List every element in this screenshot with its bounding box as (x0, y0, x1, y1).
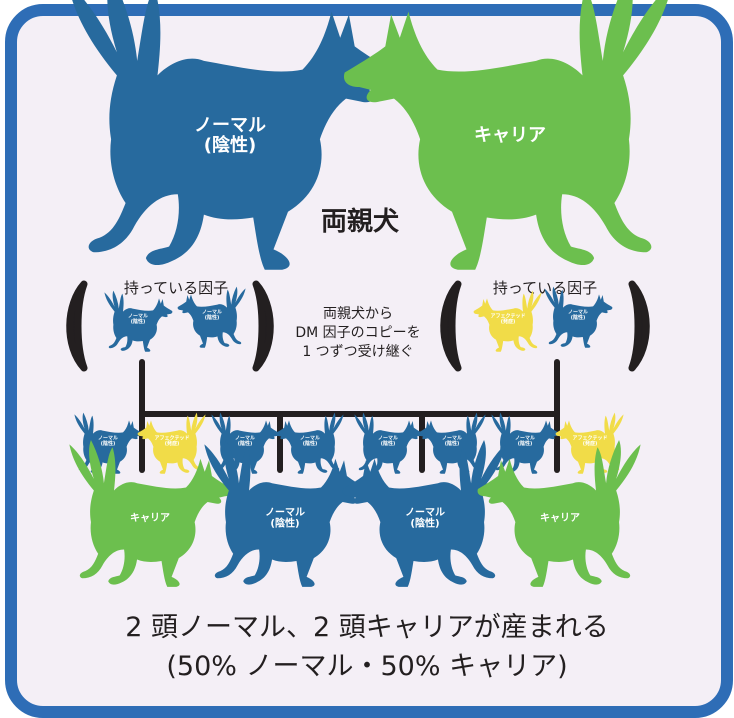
left-factor-dog-1-label-line1: ノーマル (128, 313, 148, 319)
right-factor-dog-1-label-line1: アフェクテッド (490, 312, 525, 319)
pair-factor-dog-6: ノーマル(陰性) (417, 412, 486, 474)
pair-factor-dog-8-label-line1: アフェクテッド (572, 434, 607, 441)
inheritance-note-line3: 1 つずつ受け継ぐ (302, 344, 413, 360)
pair-factor-dog-1: ノーマル(陰性) (74, 412, 143, 474)
result-caption-line2: (50% ノーマル・50% キャリア) (166, 651, 568, 682)
pair-factor-dog-3: ノーマル(陰性) (211, 412, 280, 474)
pair-factor-dog-1-label-line2: (陰性) (101, 440, 116, 447)
pair-factor-dog-5-label-line2: (陰性) (381, 440, 396, 447)
pair-factor-dog-6-label-line1: ノーマル (442, 435, 462, 441)
pair-factor-dog-1-label-line1: ノーマル (98, 435, 118, 441)
left-factor-bracket (66, 280, 274, 372)
offspring-dog-3-label-line1: ノーマル (405, 508, 445, 519)
pair-factor-dog-7-label-line1: ノーマル (515, 435, 535, 441)
left-factor-dog-2: ノーマル(陰性) (177, 286, 246, 348)
inheritance-note-line2: DM 因子のコピーを (295, 325, 420, 341)
offspring-dog-2-label-line2: (陰性) (270, 517, 299, 530)
pair-factor-dog-2: アフェクテッド(発症) (137, 412, 206, 474)
parent-normal-dog-label-line2: (陰性) (204, 134, 256, 156)
pair-factor-dog-2-label-line1: アフェクテッド (154, 434, 189, 441)
offspring-dog-3-label-line2: (陰性) (410, 517, 439, 530)
pair-factor-dog-4-label-line2: (陰性) (303, 440, 318, 447)
offspring-dog-2-label-line1: ノーマル (265, 508, 305, 519)
offspring-dog-1-label-line1: キャリア (130, 512, 170, 524)
pair-factor-dog-5: ノーマル(陰性) (354, 412, 423, 474)
inheritance-lines (139, 359, 560, 473)
pair-factor-dog-7-label-line2: (陰性) (518, 440, 533, 447)
left-factor-dog-1: ノーマル(陰性) (104, 290, 173, 352)
pair-factor-dog-8-label-line2: (発症) (583, 440, 598, 447)
inheritance-note-line1: 両親犬から (323, 306, 393, 322)
pair-factor-dog-4-label-line1: ノーマル (300, 435, 320, 441)
parents-title: 両親犬 (321, 207, 400, 237)
offspring-dog-4-label-line1: キャリア (540, 512, 580, 524)
parent-carrier-dog-label-line1: キャリア (474, 125, 546, 146)
right-factor-dog-2: ノーマル(陰性) (544, 286, 613, 348)
parent-carrier-dog: キャリア (343, 0, 673, 270)
pair-factor-dog-8: アフェクテッド(発症) (555, 412, 624, 474)
offspring: キャリアノーマル(陰性)ノーマル(陰性)キャリア (69, 440, 641, 587)
offspring-dog-2: ノーマル(陰性) (204, 440, 368, 587)
parents: ノーマル(陰性) キャリア (67, 0, 673, 270)
right-factor-dog-1: アフェクテッド(発症) (473, 290, 542, 352)
right-factor-box-title: 持っている因子 (493, 279, 597, 297)
factor-dogs: ノーマル(陰性)ノーマル(陰性)アフェクテッド(発症)ノーマル(陰性)ノーマル(… (74, 286, 624, 474)
pair-factor-dog-3-label-line1: ノーマル (235, 435, 255, 441)
left-factor-dog-1-label-line2: (陰性) (131, 318, 146, 325)
pair-factor-dog-2-label-line2: (発症) (165, 440, 180, 447)
offspring-dog-3: ノーマル(陰性) (342, 440, 506, 587)
pair-factor-dog-6-label-line2: (陰性) (445, 440, 460, 447)
pair-factor-dog-7: ノーマル(陰性) (491, 412, 560, 474)
offspring-dog-4: キャリア (477, 440, 641, 587)
right-factor-bracket (440, 280, 650, 372)
left-factor-dog-2-label-line2: (陰性) (205, 314, 220, 321)
left-factor-dog-2-label-line1: ノーマル (202, 309, 222, 315)
offspring-dog-1: キャリア (69, 440, 233, 587)
result-caption-line1: 2 頭ノーマル、2 頭キャリアが産まれる (125, 612, 609, 643)
right-factor-dog-2-label-line1: ノーマル (568, 309, 588, 315)
parent-normal-dog-label-line1: ノーマル (194, 115, 266, 136)
pair-factor-dog-3-label-line2: (陰性) (238, 440, 253, 447)
pair-factor-dog-5-label-line1: ノーマル (378, 435, 398, 441)
right-factor-dog-1-label-line2: (発症) (501, 318, 516, 325)
right-factor-dog-2-label-line2: (陰性) (571, 314, 586, 321)
left-factor-box-title: 持っている因子 (124, 279, 228, 297)
pair-factor-dog-4: ノーマル(陰性) (275, 412, 344, 474)
parent-normal-dog: ノーマル(陰性) (67, 0, 397, 270)
